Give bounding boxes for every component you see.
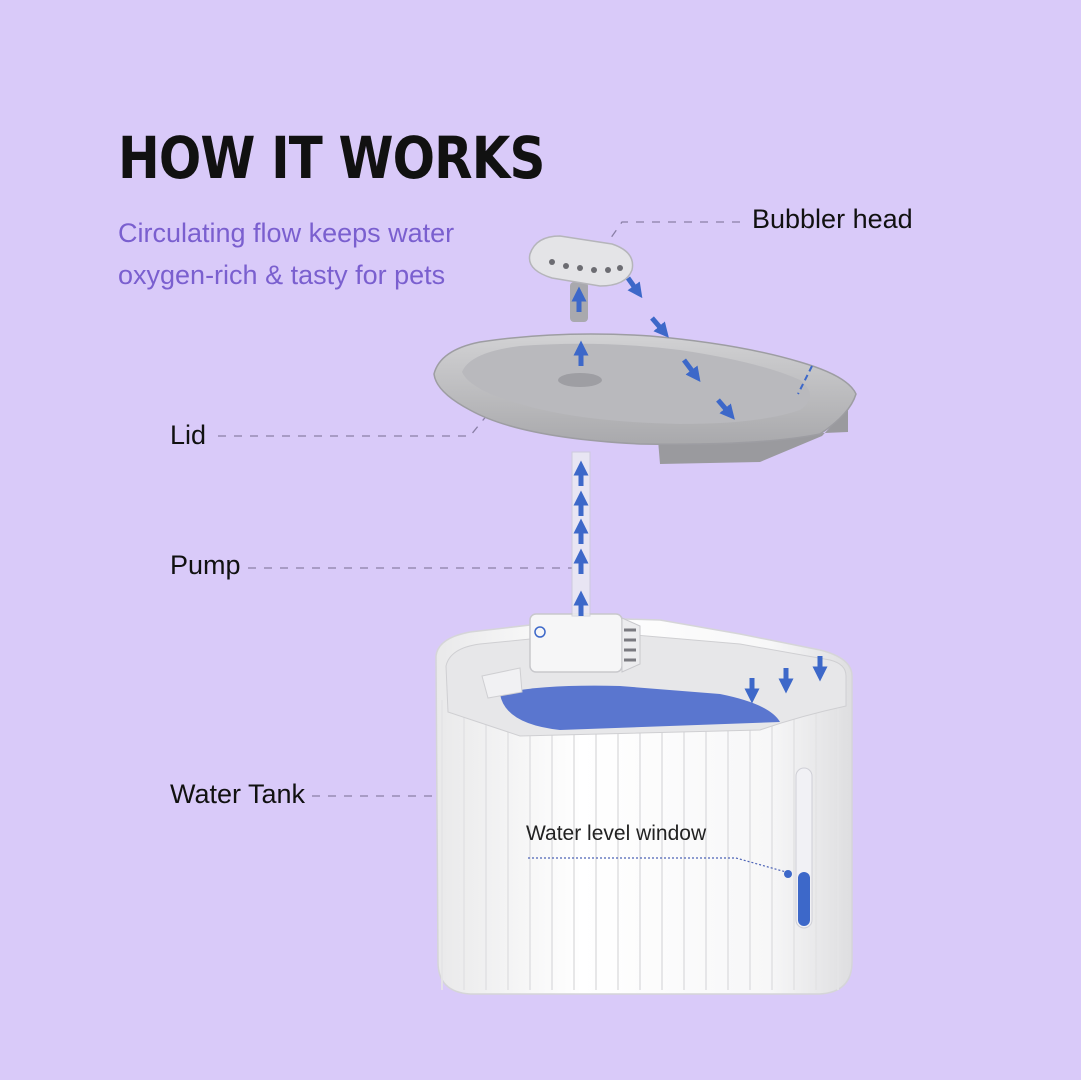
window-marker-dot xyxy=(784,870,792,878)
flow-arrow-down xyxy=(650,316,669,338)
leader-bubbler xyxy=(607,221,740,243)
label-water-tank: Water Tank xyxy=(170,779,306,809)
flow-arrow-down xyxy=(682,358,701,382)
flow-arrow-down xyxy=(716,398,735,420)
lid-flow-hint xyxy=(797,365,813,395)
subtitle: Circulating flow keeps water oxygen-rich… xyxy=(118,212,498,296)
water-tank xyxy=(435,617,853,995)
label-pump: Pump xyxy=(170,550,241,580)
leader-lid xyxy=(218,413,489,437)
flow-arrow-down xyxy=(625,276,643,299)
page-title: HOW IT WORKS xyxy=(118,124,545,192)
label-bubbler-head: Bubbler head xyxy=(752,204,913,234)
label-lid: Lid xyxy=(170,420,207,450)
label-water-level-window: Water level window xyxy=(526,822,707,845)
leader-lines xyxy=(218,221,740,797)
lid xyxy=(433,333,857,464)
subtitle-line-1: Circulating flow keeps water xyxy=(118,218,455,248)
water-surface xyxy=(500,685,780,730)
pump xyxy=(529,613,641,673)
subtitle-line-2: oxygen-rich & tasty for pets xyxy=(118,260,446,290)
flow-arrows xyxy=(571,276,828,704)
